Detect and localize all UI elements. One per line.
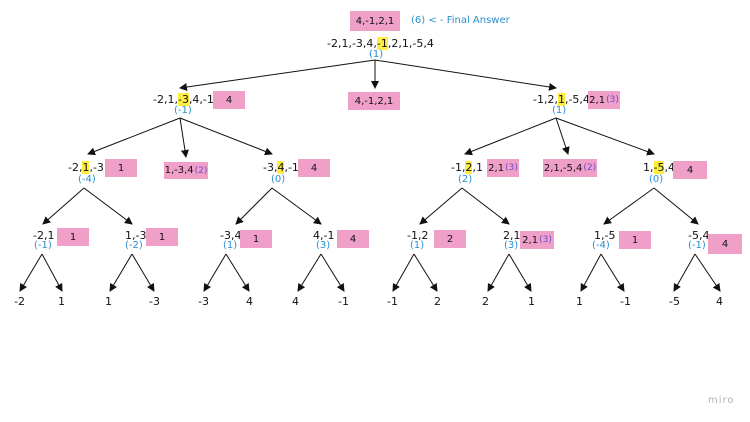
tree-edge-14	[419, 187, 463, 225]
cross-left-box: 1,-3,4(2)	[164, 162, 208, 179]
tree-edge-27	[413, 253, 438, 292]
leaf-10: 2	[434, 295, 441, 308]
l3-node-2-box: 1	[146, 228, 178, 246]
l1-left-array: -2,1,-3,4,-1	[153, 93, 214, 106]
l2-d-array: 1,-5,4	[643, 161, 675, 174]
l1-left-paren: (-1)	[174, 105, 192, 116]
tree-edge-18	[19, 253, 43, 292]
leaf-5: -3	[198, 295, 209, 308]
l3-node-3-box: 1	[240, 230, 272, 248]
tree-edge-23	[225, 253, 250, 292]
tree-edge-15	[461, 187, 510, 225]
tree-edge-24	[297, 253, 322, 292]
l1-right-box: 2,1(3)	[588, 91, 620, 109]
tree-edge-9	[555, 117, 655, 156]
l3-node-8-box: 4	[708, 234, 742, 254]
tree-edge-8	[555, 117, 570, 155]
tree-edge-7	[464, 117, 557, 156]
l3-node-7-paren: (-4)	[592, 240, 610, 251]
l3-node-3-paren: (1)	[223, 240, 238, 251]
tree-edge-21	[131, 253, 155, 292]
tree-edge-13	[271, 187, 322, 225]
leaf-3: 1	[105, 295, 112, 308]
tree-edge-20	[109, 253, 133, 292]
l3-node-8-label: -5,4	[688, 229, 710, 242]
leaf-13: 1	[576, 295, 583, 308]
leaf-2: 1	[58, 295, 65, 308]
tree-edge-30	[580, 253, 602, 292]
tree-edge-16	[603, 187, 655, 225]
leaf-15: -5	[669, 295, 680, 308]
l3-node-4-paren: (3)	[316, 240, 331, 251]
l2-a-array: -2,1,-3	[68, 161, 104, 174]
tree-edge-31	[600, 253, 625, 292]
leaf-1: -2	[14, 295, 25, 308]
l3-node-7-box: 1	[619, 231, 651, 249]
l2-c-paren: (2)	[458, 174, 473, 185]
tree-edge-1	[179, 59, 376, 91]
cross-right-box: 2,1,-5,4(2)	[543, 159, 597, 177]
l3-node-2-paren: (-2)	[125, 240, 143, 251]
l3-node-7-label: 1,-5	[594, 229, 616, 242]
l2-c-box: 2,1(3)	[487, 159, 519, 177]
l3-node-5-label: -1,2	[407, 229, 429, 242]
l1-right-array: -1,2,1,-5,4	[533, 93, 590, 106]
tree-edge-3	[374, 59, 557, 91]
tree-edge-26	[392, 253, 415, 292]
l3-node-4-label: 4,-1	[313, 229, 335, 242]
tree-edge-10	[42, 187, 85, 225]
l2-d-paren: (0)	[649, 174, 664, 185]
l1-left-box: 4	[213, 91, 245, 109]
l2-a-box: 1	[105, 159, 137, 177]
l2-d-box: 4	[673, 161, 707, 179]
final-answer-note: (6) < - Final Answer	[411, 15, 510, 26]
tree-edge-32	[673, 253, 696, 292]
l2-b-box: 4	[298, 159, 330, 177]
leaf-7: 4	[292, 295, 299, 308]
l3-node-2-label: 1,-3	[125, 229, 147, 242]
leaf-16: 4	[716, 295, 723, 308]
l3-node-1-box: 1	[57, 228, 89, 246]
l1-right-paren: (1)	[552, 105, 567, 116]
leaf-6: 4	[246, 295, 253, 308]
tree-edge-33	[694, 253, 721, 292]
l2-b-paren: (0)	[271, 174, 286, 185]
l3-node-6-paren: (3)	[504, 240, 519, 251]
tree-edge-4	[87, 117, 181, 156]
tree-edge-12	[235, 187, 273, 225]
l2-c-array: -1,2,1	[451, 161, 483, 174]
tree-edge-5	[179, 117, 189, 158]
leaf-12: 1	[528, 295, 535, 308]
leaf-14: -1	[620, 295, 631, 308]
l3-node-8-paren: (-1)	[688, 240, 706, 251]
l2-b-array: -3,4,-1	[263, 161, 299, 174]
root-paren: (1)	[369, 49, 384, 60]
tree-edge-29	[508, 253, 532, 292]
l3-node-5-paren: (1)	[410, 240, 425, 251]
leaf-9: -1	[387, 295, 398, 308]
l3-node-6-label: 2,1	[503, 229, 521, 242]
watermark: miro	[708, 395, 735, 406]
tree-edge-6	[179, 117, 273, 156]
l3-node-5-box: 2	[434, 230, 466, 248]
l3-node-4-box: 4	[337, 230, 369, 248]
l3-node-1-label: -2,1	[33, 229, 55, 242]
l3-node-6-box: 2,1(3)	[520, 231, 554, 249]
tree-edge-19	[41, 253, 63, 292]
tree-edge-22	[203, 253, 227, 292]
l3-node-3-label: -3,4	[220, 229, 242, 242]
tree-edge-11	[83, 187, 133, 225]
final-answer-box: 4,-1,2,1	[350, 11, 400, 31]
l3-node-1-paren: (-1)	[34, 240, 52, 251]
root-array: -2,1,-3,4,-1,2,1,-5,4	[327, 37, 434, 50]
tree-edge-17	[653, 187, 699, 225]
tree-edge-25	[320, 253, 345, 292]
leaf-8: -1	[338, 295, 349, 308]
leaf-11: 2	[482, 295, 489, 308]
l2-a-paren: (-4)	[78, 174, 96, 185]
leaf-4: -3	[149, 295, 160, 308]
root-crossing-box: 4,-1,2,1	[348, 92, 400, 110]
tree-edge-28	[487, 253, 510, 292]
